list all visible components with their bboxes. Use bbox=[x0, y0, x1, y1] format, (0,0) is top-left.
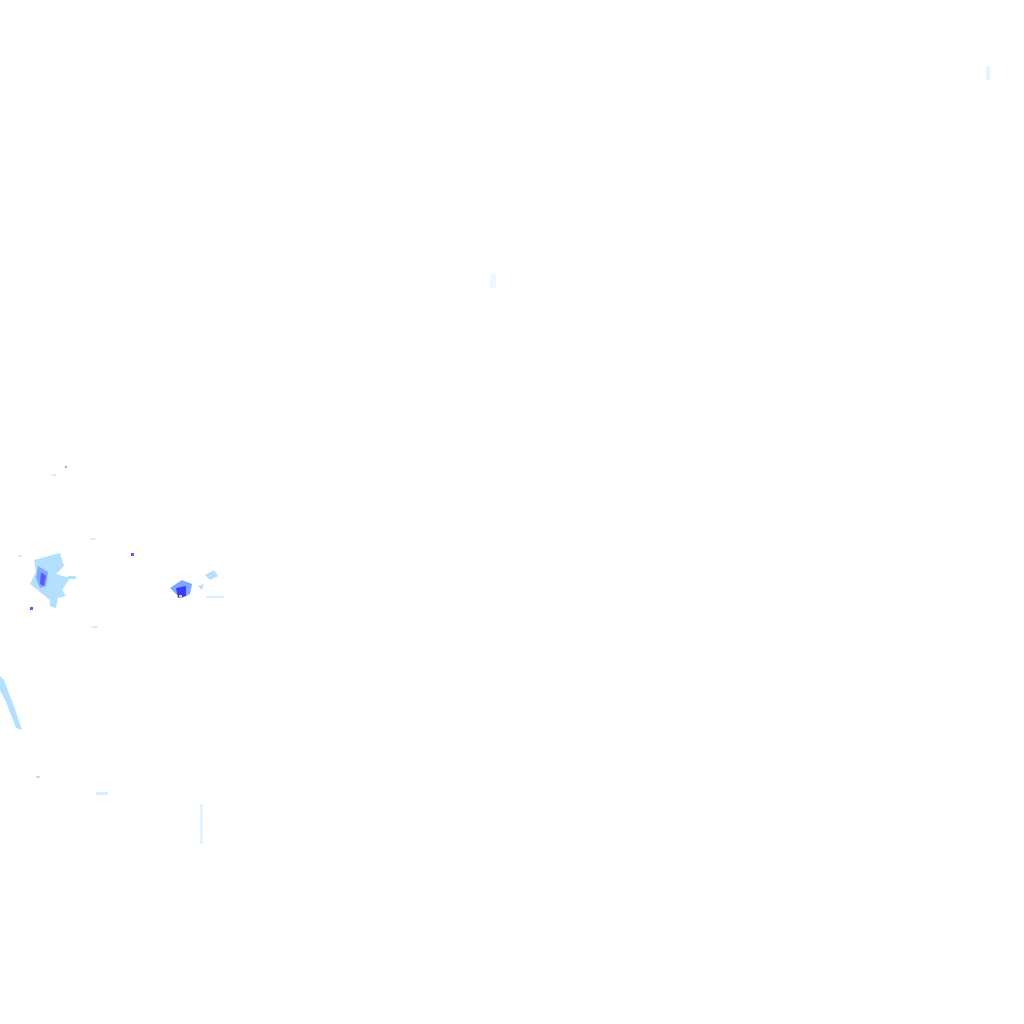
precip-scattered bbox=[0, 66, 990, 844]
precip-cell-west bbox=[30, 553, 76, 610]
precip-cell-central bbox=[131, 553, 224, 598]
